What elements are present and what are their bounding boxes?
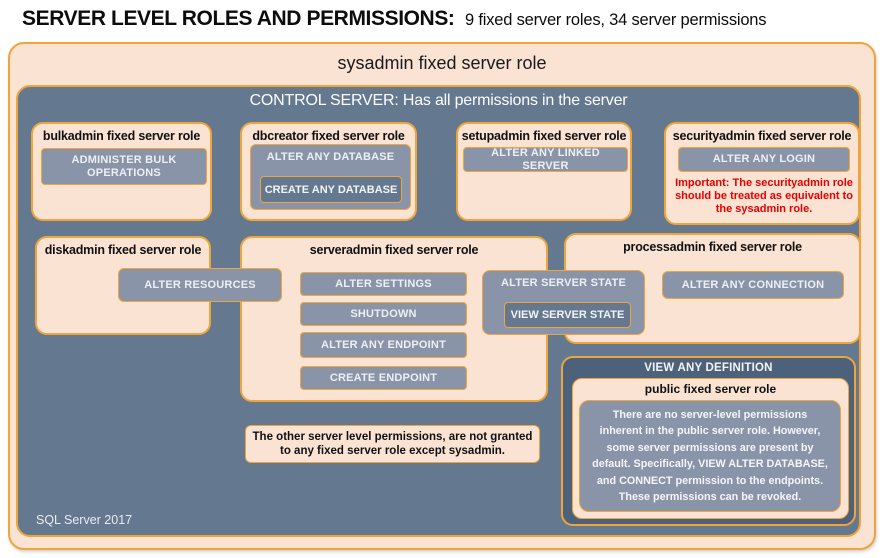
permission-view-any-definition-label: VIEW ANY DEFINITION [644,362,773,374]
other-permissions-note: The other server level permissions, are … [245,425,540,463]
page-title-main: SERVER LEVEL ROLES AND PERMISSIONS: [22,7,455,30]
diskadmin-role-title: diskadmin fixed server role [44,243,202,257]
securityadmin-role-box: securityadmin fixed server role ALTER AN… [664,122,860,225]
view-any-definition-box: VIEW ANY DEFINITION public fixed server … [561,356,856,526]
permission-alter-resources: ALTER RESOURCES [118,268,282,302]
permission-alter-any-connection: ALTER ANY CONNECTION [662,271,844,299]
securityadmin-role-title: securityadmin fixed server role [672,129,852,143]
public-role-title: public fixed server role [644,382,777,396]
sql-server-version-label: SQL Server 2017 [36,513,133,527]
page-title: SERVER LEVEL ROLES AND PERMISSIONS: 9 fi… [22,7,767,31]
serveradmin-role-box: serveradmin fixed server role ALTER SETT… [240,236,548,402]
permission-alter-settings: ALTER SETTINGS [300,272,467,296]
public-role-note: There are no server-level permissions in… [579,400,841,512]
bulkadmin-role-title: bulkadmin fixed server role [42,129,201,143]
permission-alter-any-database: ALTER ANY DATABASE CREATE ANY DATABASE [250,144,411,210]
permission-administer-bulk-operations: ADMINISTER BULK OPERATIONS [41,148,207,185]
permission-alter-any-login: ALTER ANY LOGIN [678,147,850,172]
dbcreator-role-box: dbcreator fixed server role ALTER ANY DA… [240,122,417,221]
dbcreator-role-title: dbcreator fixed server role [252,129,405,143]
setupadmin-role-box: setupadmin fixed server role ALTER ANY L… [456,122,632,221]
sysadmin-role-label: sysadmin fixed server role [337,53,547,73]
permission-alter-server-state-label: ALTER SERVER STATE [500,277,627,289]
securityadmin-warning-text: Important: The securityadmin role should… [675,177,853,215]
permission-create-any-database: CREATE ANY DATABASE [260,176,402,203]
processadmin-role-title: processadmin fixed server role [623,240,802,254]
bulkadmin-role-box: bulkadmin fixed server role ADMINISTER B… [31,122,212,221]
permission-alter-any-database-label: ALTER ANY DATABASE [266,151,395,163]
permission-shutdown: SHUTDOWN [300,302,467,326]
setupadmin-role-title: setupadmin fixed server role [461,129,627,143]
permission-alter-server-state: ALTER SERVER STATE VIEW SERVER STATE [482,270,645,335]
permission-alter-any-linked-server: ALTER ANY LINKED SERVER [463,147,628,172]
serveradmin-role-title: serveradmin fixed server role [309,243,479,257]
permission-view-server-state: VIEW SERVER STATE [504,302,631,328]
public-role-box: public fixed server role There are no se… [572,378,849,519]
page-title-subtitle: 9 fixed server roles, 34 server permissi… [464,11,767,29]
control-server-label: CONTROL SERVER: Has all permissions in t… [249,92,628,109]
permission-alter-any-endpoint: ALTER ANY ENDPOINT [300,332,467,358]
permission-create-endpoint: CREATE ENDPOINT [300,366,467,390]
